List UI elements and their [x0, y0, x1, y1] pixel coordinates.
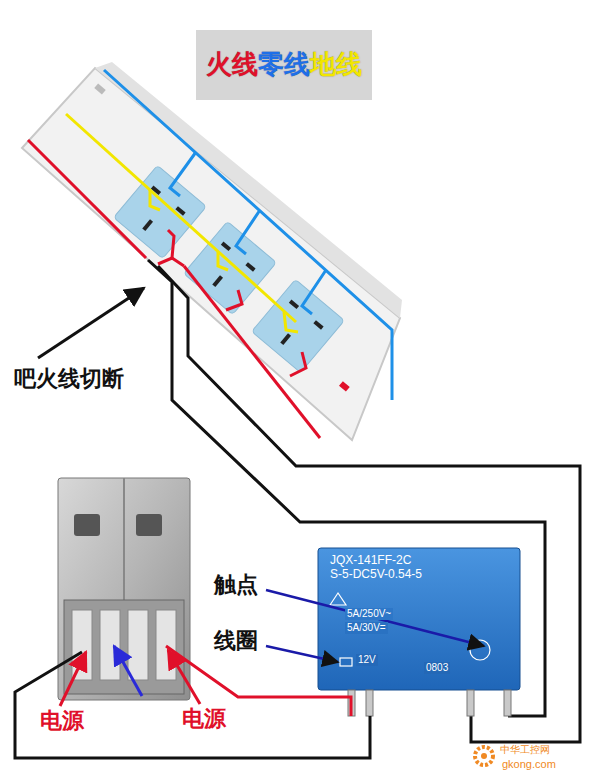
relay-rating: 5A/250V~ [345, 608, 393, 620]
watermark-logo [475, 747, 493, 765]
relay-marking: S-5-DC5V-0.54-5 [330, 567, 422, 581]
relay [318, 548, 520, 716]
relay-date: 0803 [424, 662, 450, 674]
title-box: 火线零线地线 [196, 30, 372, 100]
title-text: 零线 [258, 49, 310, 80]
socket [114, 165, 345, 372]
watermark: gkong.com [500, 758, 558, 771]
live-wire [28, 140, 320, 438]
title-text: 火线 [206, 49, 258, 80]
relay-rating: 5A/30V= [345, 622, 388, 634]
title-text: 地线 [310, 49, 362, 80]
relay-model: JQX-141FF-2CS-5-DC5V-0.54-5 [326, 551, 512, 587]
leader-arrow [38, 288, 484, 706]
power-wire [15, 646, 370, 758]
ground-wire [66, 114, 298, 332]
note-text: 吧火线切断 [12, 366, 126, 391]
pin-label: 电源 [38, 708, 86, 733]
watermark: 中华工控网 [498, 744, 552, 756]
neutral-wire [104, 70, 392, 400]
control-wire [148, 260, 580, 742]
part-label: 触点 [212, 572, 260, 597]
relay-rating: 12V [356, 654, 378, 666]
relay-marking: JQX-141FF-2C [330, 553, 411, 567]
part-label: 线圈 [212, 628, 260, 653]
pin-label: 电源 [180, 706, 228, 731]
